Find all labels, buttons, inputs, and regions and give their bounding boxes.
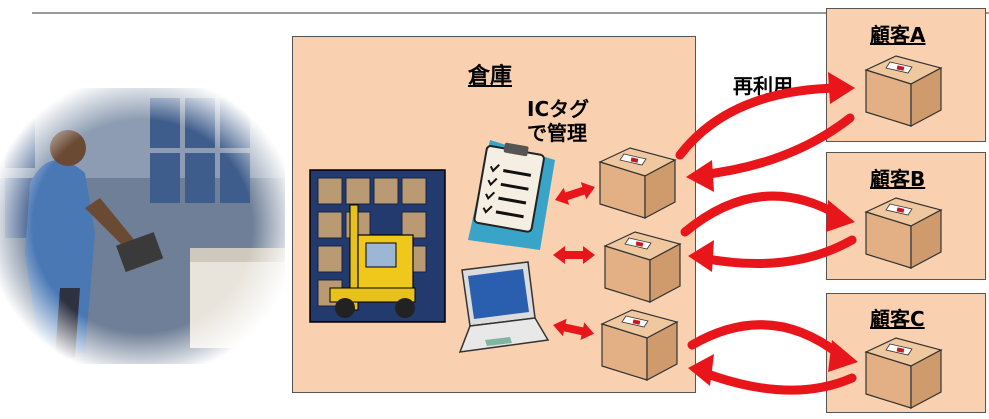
- arrow-to-customer-a: [675, 83, 843, 160]
- header-divider: [32, 12, 989, 14]
- reuse-arrows: [675, 83, 857, 395]
- arrow-from-customer-a: [695, 113, 855, 180]
- tag-link-arrow-1: [555, 182, 595, 205]
- arrow-to-customer-c: [687, 320, 845, 360]
- forklift-illustration: [309, 169, 446, 323]
- warehouse-box-3: [601, 309, 678, 381]
- reuse-arrowheads: [686, 72, 858, 386]
- customer-a-box: [865, 55, 942, 127]
- ic-tag-label-line2: で管理: [527, 121, 587, 145]
- warehouse-box-1: [599, 147, 676, 219]
- ic-tag-label-line1: ICタグ: [527, 97, 590, 121]
- tag-link-arrow-2: [553, 246, 595, 264]
- warehouse-box-2: [604, 231, 681, 303]
- customer-b-box: [865, 197, 942, 269]
- customer-b-label: 顧客B: [870, 167, 926, 191]
- customer-c-box: [865, 337, 942, 409]
- tag-link-arrow-3: [553, 318, 595, 341]
- arrow-from-customer-c: [697, 367, 857, 395]
- ic-tag-label: ICタグ で管理: [527, 97, 589, 145]
- customer-a-label: 顧客A: [870, 23, 926, 47]
- arrow-from-customer-b: [697, 235, 857, 269]
- worker-scanning-photo: [0, 88, 285, 364]
- warehouse-title: 倉庫: [468, 64, 513, 89]
- laptop-icon: [458, 261, 550, 353]
- clipboard-icon: [468, 140, 555, 250]
- ic-tag-link-arrows: [553, 182, 595, 341]
- arrow-to-customer-b: [680, 191, 843, 237]
- customer-c-label: 顧客C: [870, 307, 925, 331]
